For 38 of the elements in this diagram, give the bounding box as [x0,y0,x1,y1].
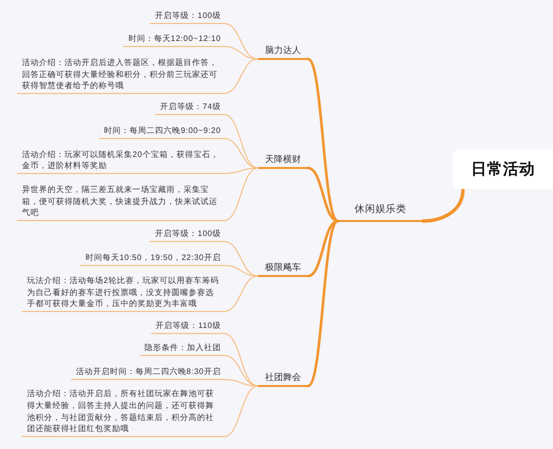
topic-note: 开启等级：100级 [150,228,224,242]
connector-line [224,241,258,276]
topic-note: 时间：每周二四六晚9:00~9:20 [99,125,224,139]
topic-note: 时间每天10:50，19:50，22:30开启 [80,252,224,266]
connector-line [224,355,258,386]
connector-line [224,386,258,437]
connector-line [224,333,258,386]
connector-line [224,168,258,174]
topic-note: 玩法介绍：活动每场2轮比赛，玩家可以用赛车筹码为自己看好的赛车进行投票哦，没支持圆嘴参赛选手都可获得大量金币，压中的奖励更为丰富哦 [22,274,224,312]
connector-line [306,166,340,222]
topic-note: 开启等级：110级 [150,320,224,334]
subtopic: 社团舞会 [258,371,308,387]
topic-note: 隐形条件：加入社团 [140,342,224,356]
connector-line [421,187,465,223]
subtopic: 天降横财 [258,153,308,169]
connector-line [224,168,258,221]
central-topic-box: 日常活动 [453,149,553,189]
topic-note: 活动介绍：活动开启后进入答题区，根据题目作答，回答正确可获得大量经验和积分，积分前三玩家还可获得智慧使者给予的称号哦 [17,56,224,94]
topic-note: 时间：每天12:00~12:10 [123,33,224,47]
topic-note: 活动介绍：玩家可以随机采集20个宝箱，获得宝石，金币，进阶材料等奖励 [17,148,224,174]
connector-line [224,114,258,168]
subtopic: 脑力达人 [258,44,308,60]
topic-note: 异世界的天空，隔三差五就来一场宝藏雨，采集宝箱，便可获得随机大奖，快速提升战力，快来试试运气吧 [17,184,224,221]
main-topic: 休闲娱乐类 [338,203,423,222]
topic-note: 开启等级：100级 [150,10,224,24]
connector-line [224,379,258,386]
topic-note: 活动开启时间：每周二四六晚8:30开启 [70,366,224,380]
connector-line [224,23,258,60]
connector-line [224,276,258,312]
connector-line [306,58,340,222]
connector-line [224,46,258,60]
connector-line [224,58,258,94]
connector-line [224,138,258,168]
topic-note: 开启等级：74级 [155,101,224,115]
connector-line [224,265,258,276]
topic-note: 活动介绍：活动开启后，所有社团玩家在舞池可获得大量经验，回答主持人提出的问题，还可获得舞池积分，与社团贡献分，答题结束后，积分高的社团还能获得社团红包奖励哦 [22,388,224,437]
connector-line [306,220,340,388]
subtopic: 极限飚车 [258,261,308,277]
